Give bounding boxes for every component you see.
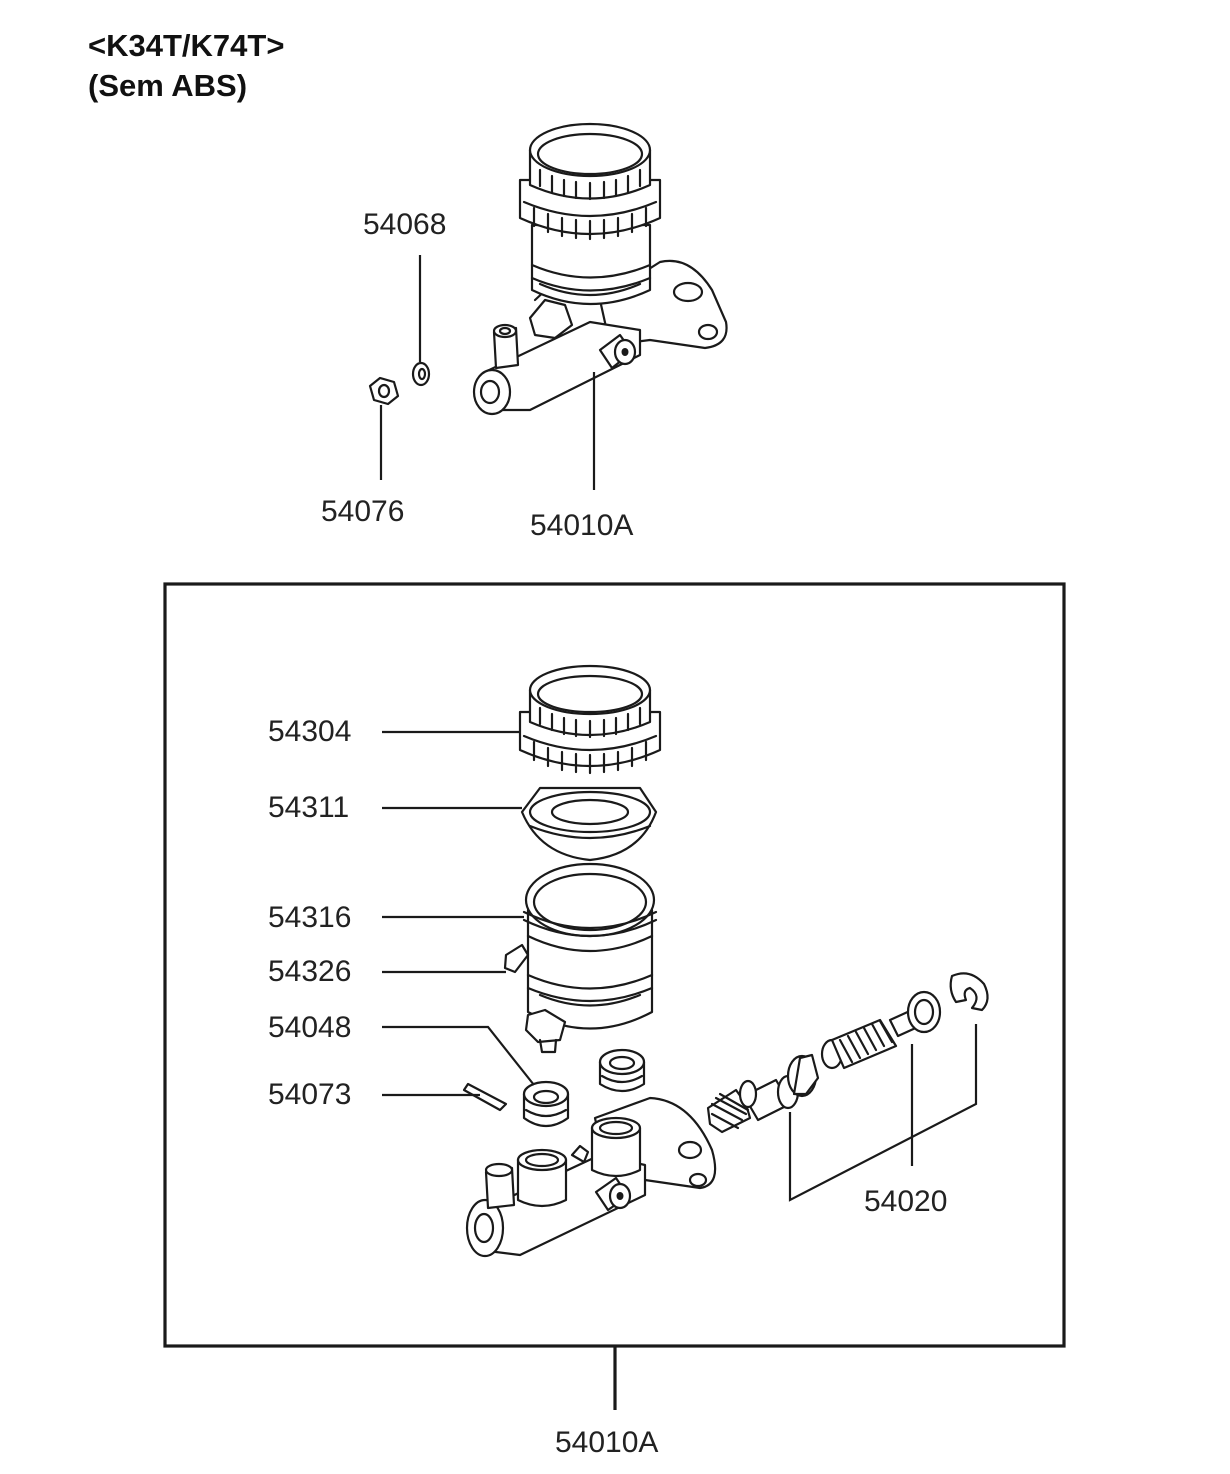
callout-54073: 54073 (268, 1078, 352, 1111)
callout-54311: 54311 (268, 791, 350, 824)
strainer-54311 (520, 786, 658, 862)
callout-54326: 54326 (268, 955, 352, 988)
diagram-variant-subtitle: (Sem ABS) (88, 68, 248, 103)
callout-54010A-top: 54010A (530, 509, 634, 542)
exploded-leader-lines (382, 730, 978, 1202)
master-cylinder-body (465, 1096, 717, 1258)
grommet-54048 (522, 1080, 570, 1128)
reservoir-54316 (503, 862, 658, 1054)
reservoir-cap-54304 (518, 664, 662, 775)
washer-54068 (411, 361, 431, 387)
callout-54076: 54076 (321, 495, 405, 528)
callout-54068: 54068 (363, 208, 447, 241)
pin-54073 (462, 1082, 508, 1112)
callout-54304: 54304 (268, 715, 352, 748)
callout-54048: 54048 (268, 1011, 352, 1044)
grommet-54048-b (598, 1048, 646, 1093)
piston-kit-54020 (706, 972, 989, 1134)
callout-54316: 54316 (268, 901, 352, 934)
top-leader-lines (379, 255, 596, 490)
nut-54076 (368, 376, 400, 406)
top-master-cylinder-assembly (368, 122, 728, 416)
diagram-model-title: <K34T/K74T> (88, 28, 285, 63)
callout-54020: 54020 (864, 1185, 948, 1218)
callout-54010A-bottom: 54010A (555, 1426, 659, 1459)
